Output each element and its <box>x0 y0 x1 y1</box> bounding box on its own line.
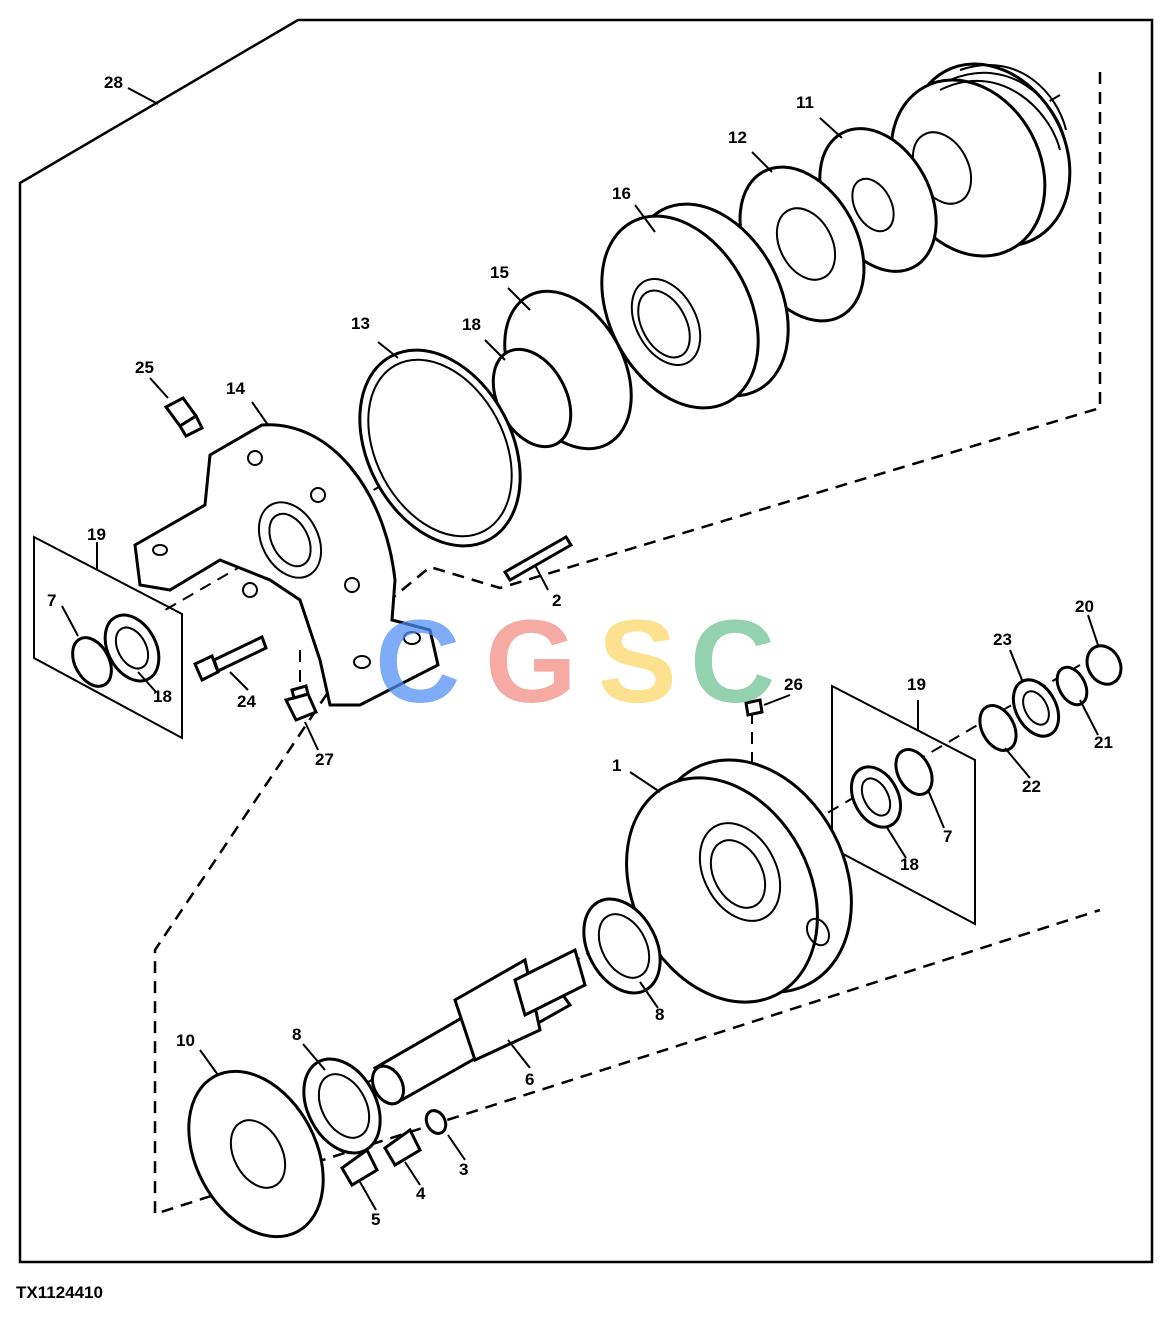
snap-ring-7-right <box>894 748 934 796</box>
callout-25: 25 <box>135 358 154 377</box>
callout-15: 15 <box>490 263 509 282</box>
callout-12: 12 <box>728 128 747 147</box>
callout-24: 24 <box>237 692 256 711</box>
bolt-24 <box>193 634 268 683</box>
lock-nut-23 <box>1011 678 1061 738</box>
watermark-letter-4: C <box>690 596 775 728</box>
bracket-14 <box>133 423 440 707</box>
callout-22: 22 <box>1022 777 1041 796</box>
seal-18-right <box>849 765 903 829</box>
callout-14: 14 <box>226 379 245 398</box>
leader-lines <box>61 87 1099 1211</box>
ring-22 <box>978 704 1018 752</box>
callout-19-left: 19 <box>87 525 106 544</box>
pin-2 <box>502 534 574 583</box>
callout-18-left: 18 <box>153 687 172 706</box>
thrust-washer-10 <box>187 1069 325 1239</box>
callout-21: 21 <box>1094 733 1113 752</box>
callout-18-right: 18 <box>900 855 919 874</box>
callout-3: 3 <box>459 1160 468 1179</box>
callout-23: 23 <box>993 630 1012 649</box>
callout-18-upper: 18 <box>462 315 481 334</box>
watermark-letter-2: G <box>485 596 577 728</box>
nut-3 <box>424 1109 448 1135</box>
callout-27: 27 <box>315 750 334 769</box>
callout-1: 1 <box>612 756 621 775</box>
callout-6: 6 <box>525 1070 534 1089</box>
screw-25 <box>163 396 205 438</box>
callout-10: 10 <box>176 1031 195 1050</box>
assembly-frame <box>18 18 1154 1264</box>
bearing-housing-16 <box>600 202 790 410</box>
figure-id-label: TX1124410 <box>16 1283 103 1302</box>
watermark-letter-3: S <box>598 596 677 728</box>
shaft-6 <box>370 947 587 1106</box>
gasket-13 <box>358 348 522 548</box>
callout-20: 20 <box>1075 597 1094 616</box>
callout-13: 13 <box>351 314 370 333</box>
callout-28: 28 <box>104 73 123 92</box>
idler-wheel-1 <box>625 758 853 1004</box>
callout-8-lower: 8 <box>292 1025 301 1044</box>
watermark: C G S C <box>375 596 775 728</box>
callout-8-upper: 8 <box>655 1005 664 1024</box>
callout-11: 11 <box>796 93 814 112</box>
callout-26: 26 <box>784 675 803 694</box>
seal-18-left <box>103 613 161 683</box>
callout-19-right: 19 <box>907 675 926 694</box>
callout-16: 16 <box>612 184 631 203</box>
callout-4: 4 <box>416 1184 426 1203</box>
assembly-boundary-dashed <box>153 72 1102 1216</box>
nut-20 <box>1085 644 1123 686</box>
grease-fitting-27 <box>283 684 319 722</box>
callout-2: 2 <box>552 591 561 610</box>
spring-4 <box>383 1127 422 1168</box>
kit-box-19-right <box>831 684 976 926</box>
washer-21 <box>1055 665 1089 707</box>
spring-5 <box>340 1147 379 1188</box>
callout-7-left: 7 <box>47 591 56 610</box>
kit-box-19-left <box>33 535 183 740</box>
callout-5: 5 <box>371 1210 380 1229</box>
callout-7-right: 7 <box>943 827 952 846</box>
plug-26 <box>744 698 764 717</box>
watermark-letter-1: C <box>375 596 460 728</box>
